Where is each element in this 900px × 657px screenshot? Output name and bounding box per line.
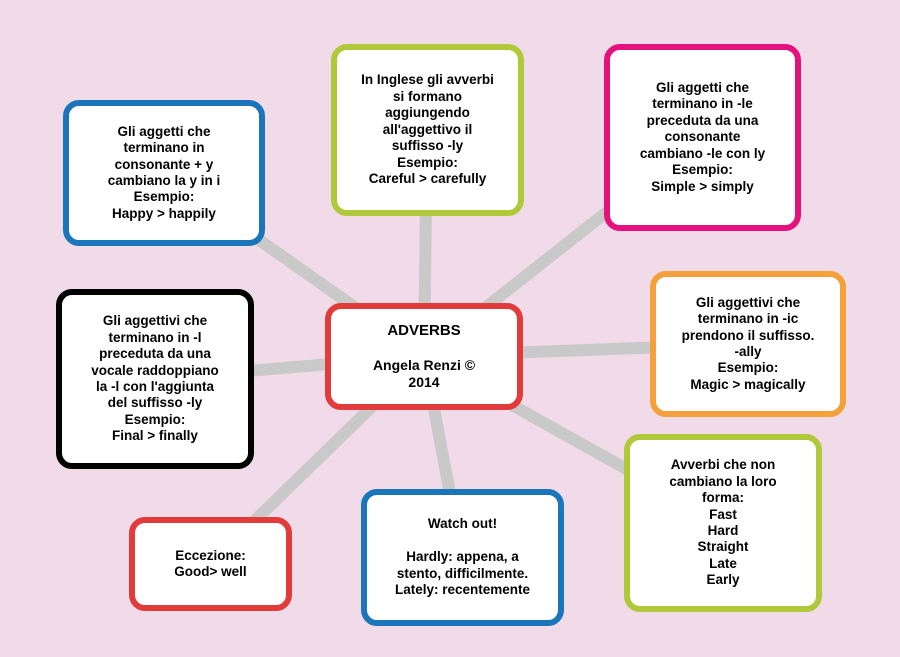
node-rule-ic-ally: Gli aggettivi che terminano in -ic prend… xyxy=(650,271,846,417)
node-rule-general-ly: In Inglese gli avverbi si formano aggiun… xyxy=(331,44,524,216)
node-exception-good-well-text: Eccezione: Good> well xyxy=(174,547,247,579)
node-rule-l-vowel-text: Gli aggettivi che terminano in -l preced… xyxy=(91,313,219,444)
node-rule-ic-ally-text: Gli aggettivi che terminano in -ic prend… xyxy=(681,294,815,392)
node-watch-out-text: Watch out! Hardly: appena, a stento, dif… xyxy=(394,516,531,598)
node-rule-le-consonant: Gli aggetti che terminano in -le precedu… xyxy=(604,44,801,231)
node-rule-no-change: Avverbi che non cambiano la loro forma: … xyxy=(624,434,822,612)
center-node-author: Angela Renzi © 2014 xyxy=(372,356,476,390)
node-watch-out: Watch out! Hardly: appena, a stento, dif… xyxy=(361,489,564,626)
node-rule-general-ly-text: In Inglese gli avverbi si formano aggiun… xyxy=(361,72,494,187)
node-rule-no-change-text: Avverbi che non cambiano la loro forma: … xyxy=(669,457,777,588)
node-rule-le-consonant-text: Gli aggetti che terminano in -le precedu… xyxy=(639,79,766,194)
node-rule-consonant-y-text: Gli aggetti che terminano in consonante … xyxy=(107,123,221,221)
node-rule-l-vowel: Gli aggettivi che terminano in -l preced… xyxy=(56,289,254,469)
center-node-title: ADVERBS xyxy=(387,322,461,340)
node-rule-consonant-y: Gli aggetti che terminano in consonante … xyxy=(63,100,265,246)
center-node-adverbs: ADVERBS Angela Renzi © 2014 xyxy=(325,303,523,410)
node-exception-good-well: Eccezione: Good> well xyxy=(129,517,292,611)
